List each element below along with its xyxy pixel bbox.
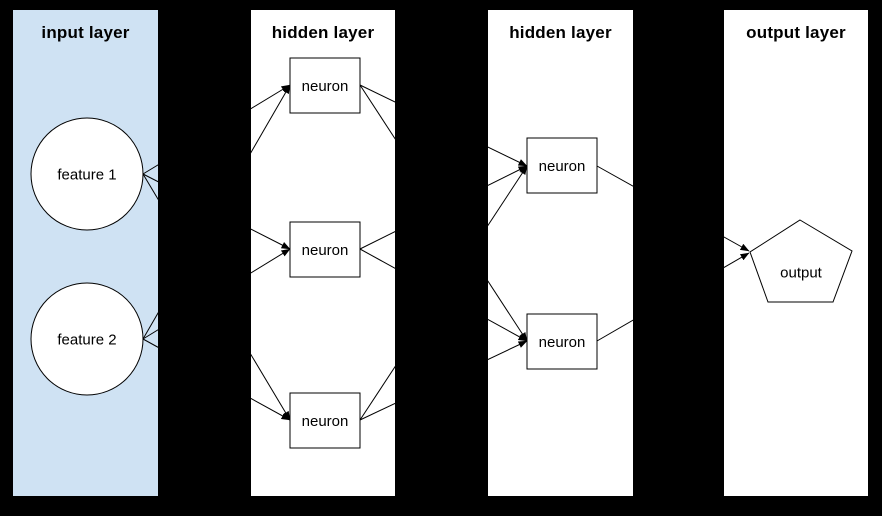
hidden-layer-2-title: hidden layer [509, 23, 612, 42]
input-layer-panel: input layer [13, 10, 158, 496]
input-layer-title: input layer [41, 23, 130, 42]
hidden-layer-1-panel: hidden layer [251, 10, 395, 496]
hidden-layer-2-panel: hidden layer [488, 10, 633, 496]
hidden-layer-1-title: hidden layer [271, 23, 375, 42]
output-layer-title: output layer [746, 23, 846, 42]
output-layer-panel: output layer [724, 10, 868, 496]
edges-group [142, 84, 750, 421]
